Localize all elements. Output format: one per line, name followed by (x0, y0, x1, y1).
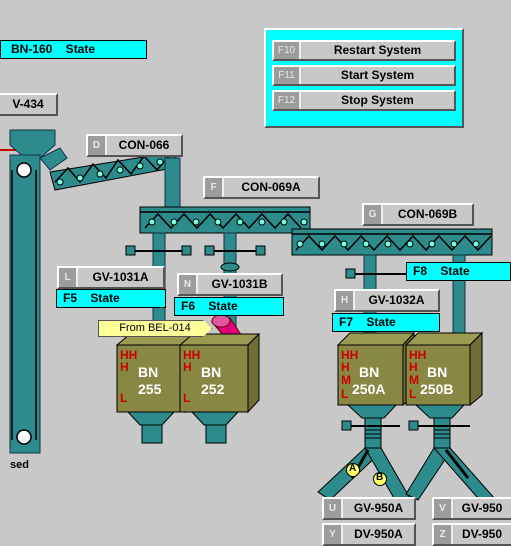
diverter-b-label: B (376, 472, 384, 483)
bin-252-level-hh: HH (183, 348, 201, 362)
bin-250a-level-h: H (341, 360, 350, 374)
tag-gv-1032a-label: GV-1032A (368, 293, 425, 307)
tag-gv-950b-label: GV-950 (461, 501, 503, 515)
tag-dv-950a[interactable]: Y DV-950A (322, 523, 416, 546)
gate-gv-950b[interactable] (408, 417, 470, 439)
bin-250b-level-hh: HH (409, 348, 427, 362)
bin-252-level-h: H (183, 360, 192, 374)
bin-250b-name: BN (427, 364, 448, 380)
tag-gv-1031b-label: GV-1031B (211, 277, 268, 291)
tag-con-069a-key: F (205, 178, 224, 197)
diverter-dv-950a[interactable] (317, 437, 412, 506)
bin-250a-number: 250A (352, 381, 386, 397)
elevator-head-chute (39, 147, 68, 171)
bin-252-name: BN (201, 364, 222, 380)
conveyor-con-066[interactable] (49, 151, 179, 191)
tag-dv-950b-label: DV-950 (461, 527, 503, 541)
transfer-chute-1 (164, 157, 181, 213)
tag-gv-1032a[interactable]: H GV-1032A (334, 289, 440, 312)
tag-gv-950a-label: GV-950A (353, 501, 404, 515)
tag-con-069a-label: CON-069A (241, 180, 301, 194)
tag-v-434[interactable]: V-434 (0, 93, 58, 116)
bin-252[interactable] (178, 332, 261, 444)
bin-255-name: BN (138, 364, 159, 380)
bin-255-level-hh: HH (120, 348, 138, 362)
tag-gv-950a-key: U (324, 499, 343, 518)
bin-255-number: 255 (138, 381, 162, 397)
tag-dv-950b-key: Z (434, 525, 453, 544)
tag-con-066-label: CON-066 (118, 138, 170, 152)
tag-gv-950b-key: V (434, 499, 453, 518)
function-key-list: F10 Restart System F11 Start System F12 … (272, 40, 456, 115)
diverter-b-indicator[interactable] (373, 472, 387, 486)
start-system-button[interactable]: F11 Start System (272, 65, 456, 86)
diverter-dv-950b[interactable] (405, 437, 497, 506)
tag-dv-950a-label: DV-950A (354, 527, 403, 541)
stop-system-button[interactable]: F12 Stop System (272, 90, 456, 111)
bin-250b-number: 250B (420, 381, 454, 397)
status-bn-160[interactable]: BN-160 State (0, 40, 147, 59)
gate-gv-950a[interactable] (341, 417, 400, 439)
tag-gv-1031a[interactable]: L GV-1031A (57, 266, 165, 289)
restart-system-button[interactable]: F10 Restart System (272, 40, 456, 61)
tag-gv-1031a-key: L (59, 268, 78, 287)
bin-250b[interactable] (404, 331, 484, 419)
conveyor-con-069a[interactable] (139, 206, 311, 234)
tag-con-069b-key: G (364, 205, 383, 224)
bin-250b-level-h: H (409, 360, 418, 374)
tag-gv-1032a-key: H (336, 291, 355, 310)
bin-250a[interactable] (336, 331, 416, 419)
status-f8[interactable]: F8 State (406, 262, 511, 281)
diverter-a-indicator[interactable] (346, 463, 360, 477)
tag-con-069a[interactable]: F CON-069A (203, 176, 320, 199)
f12-key: F12 (274, 92, 301, 109)
tag-gv-1031b[interactable]: N GV-1031B (177, 273, 283, 296)
from-bel-014-label: From BEL-014 (98, 320, 212, 337)
bin-250a-level-m: M (341, 373, 351, 387)
tag-v-434-label: V-434 (12, 97, 44, 111)
bin-250b-level-m: M (409, 373, 419, 387)
bin-250a-level-hh: HH (341, 348, 359, 362)
tag-con-066-key: D (88, 136, 107, 155)
bin-250a-name: BN (359, 364, 380, 380)
restart-system-label: Restart System (333, 43, 422, 57)
bin-255[interactable] (115, 332, 198, 444)
tag-gv-1031a-label: GV-1031A (92, 270, 149, 284)
bin-255-level-l: L (120, 391, 128, 405)
f11-key: F11 (274, 67, 301, 84)
start-system-label: Start System (340, 68, 415, 82)
tag-dv-950b[interactable]: Z DV-950 (432, 523, 511, 546)
f10-key: F10 (274, 42, 301, 59)
elevator-status-label: sed (10, 459, 29, 471)
tag-gv-950a[interactable]: U GV-950A (322, 497, 416, 520)
bin-250a-level-l: L (341, 387, 349, 401)
tag-con-069b[interactable]: G CON-069B (362, 203, 474, 226)
bin-255-level-h: H (120, 360, 129, 374)
bucket-elevator[interactable] (9, 129, 56, 454)
status-f7[interactable]: F7 State (332, 313, 440, 332)
tag-gv-1031b-key: N (179, 275, 198, 294)
conveyor-con-069b[interactable] (291, 228, 493, 256)
tag-dv-950a-key: Y (324, 525, 343, 544)
tag-gv-950b[interactable]: V GV-950 (432, 497, 511, 520)
bin-252-level-l: L (183, 391, 191, 405)
diverter-a-label: A (349, 463, 357, 474)
status-f5[interactable]: F5 State (56, 289, 166, 308)
bin-250b-level-l: L (409, 387, 417, 401)
tag-con-069b-label: CON-069B (397, 207, 458, 221)
status-f6[interactable]: F6 State (174, 297, 284, 316)
stop-system-label: Stop System (341, 93, 414, 107)
tag-con-066[interactable]: D CON-066 (86, 134, 183, 157)
function-key-panel: F10 Restart System F11 Start System F12 … (264, 28, 464, 128)
bin-252-number: 252 (201, 381, 225, 397)
